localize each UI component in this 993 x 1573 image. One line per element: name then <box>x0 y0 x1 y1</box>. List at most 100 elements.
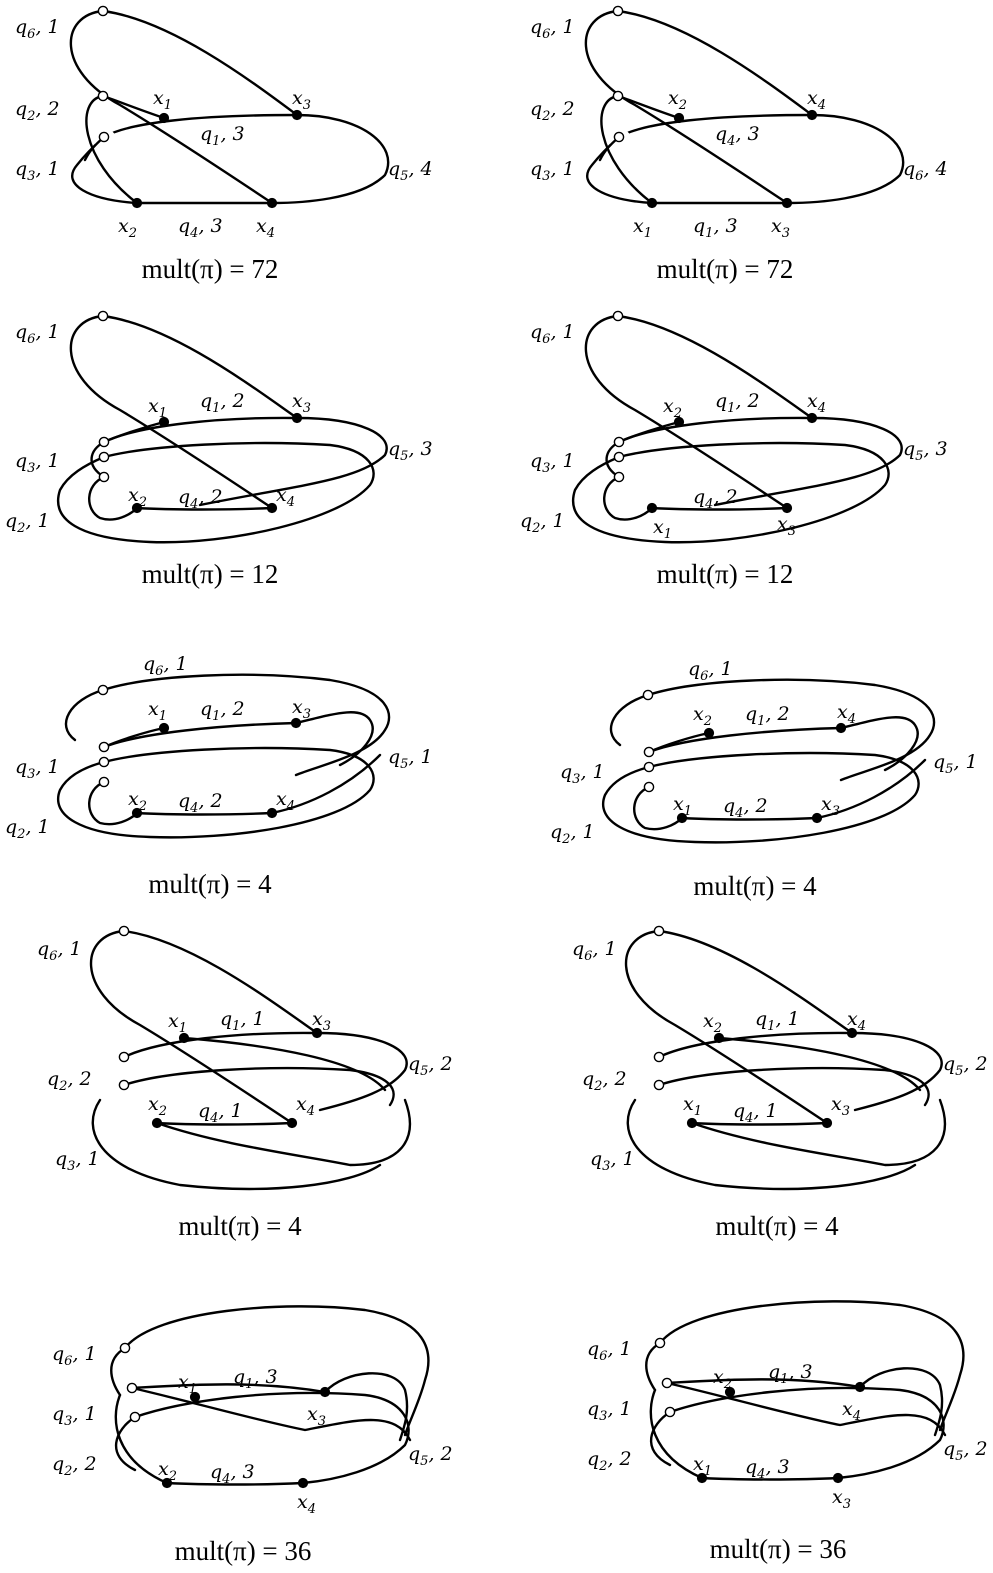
label-q2: q2, 1 <box>5 510 50 536</box>
label-q4: q4, 2 <box>178 486 223 512</box>
label-q3: q3, 1 <box>15 756 60 782</box>
upper-ring <box>617 416 903 507</box>
open-point-icon <box>653 1051 665 1063</box>
left-strand <box>649 1388 704 1480</box>
label-x-upper-left: x1 <box>148 395 167 421</box>
label-q2: q2, 2 <box>582 1068 627 1094</box>
label-x-lower-left: x2 <box>128 788 147 814</box>
label-q1: q1, 3 <box>200 123 245 149</box>
open-point-icon <box>643 761 655 773</box>
label-x-lower-left: x1 <box>693 1453 712 1479</box>
label-x-lower-right: x3 <box>777 513 796 539</box>
open-point-icon <box>97 90 109 102</box>
marked-point-icon <box>673 112 685 124</box>
middle-strand <box>690 1121 829 1126</box>
marked-point-icon <box>266 197 278 209</box>
loop-q6-right <box>657 929 854 1035</box>
open-point-icon <box>613 131 625 143</box>
label-q3: q3, 1 <box>530 158 575 184</box>
label-x-upper-right: x4 <box>807 390 826 416</box>
multiplicity-caption: mult(π) = 4 <box>148 869 272 899</box>
open-point-icon <box>98 451 110 463</box>
label-x-upper-right: x3 <box>292 696 311 722</box>
marked-point-icon <box>821 1117 833 1129</box>
open-point-icon <box>118 1051 130 1063</box>
label-x-upper-right: x4 <box>807 87 826 113</box>
marked-point-icon <box>266 502 278 514</box>
lower-ring <box>572 441 890 544</box>
marked-point-icon <box>724 1386 736 1398</box>
loop-q6 <box>89 929 294 1125</box>
label-q2: q2, 2 <box>15 98 60 124</box>
label-q6: q6, 1 <box>15 321 60 347</box>
label-q2: q2, 2 <box>52 1453 97 1479</box>
label-x-upper-left: x1 <box>178 1371 197 1397</box>
label-q5: q5, 2 <box>408 1053 453 1079</box>
open-point-icon <box>119 1342 131 1354</box>
upper-ring <box>647 716 919 772</box>
label-x-upper-right: x4 <box>842 1398 861 1424</box>
label-q2: q2, 2 <box>587 1448 632 1474</box>
label-q3: q3, 1 <box>560 761 605 787</box>
loop-q6 <box>584 9 789 205</box>
label-q5: q5, 2 <box>943 1438 988 1464</box>
label-x-upper-right: x4 <box>847 1008 866 1034</box>
marked-point-icon <box>291 109 303 121</box>
multiplicity-caption: mult(π) = 12 <box>657 559 794 589</box>
marked-point-icon <box>676 812 688 824</box>
multiplicity-caption: mult(π) = 36 <box>175 1536 312 1566</box>
label-q5: q6, 4 <box>903 158 948 184</box>
label-q4: q4, 3 <box>210 1461 255 1487</box>
label-q6: q6, 1 <box>587 1338 632 1364</box>
label-q5: q5, 1 <box>933 751 978 777</box>
middle-strand <box>155 1121 294 1126</box>
open-point-icon <box>664 1406 676 1418</box>
middle-strand <box>700 1476 840 1481</box>
bottom-ring <box>91 1098 382 1191</box>
label-q5: q5, 2 <box>408 1443 453 1469</box>
label-q2: q2, 1 <box>550 821 595 847</box>
label-q3: q3, 1 <box>55 1148 100 1174</box>
marked-point-icon <box>291 412 303 424</box>
middle-strand <box>135 506 274 511</box>
label-x-upper-right: x3 <box>307 1403 326 1429</box>
label-q6: q6, 1 <box>143 653 188 679</box>
label-q5: q5, 1 <box>388 746 433 772</box>
label-x-upper-left: x1 <box>168 1010 187 1036</box>
open-point-icon <box>661 1377 673 1389</box>
label-q3: q3, 1 <box>15 450 60 476</box>
open-point-icon <box>612 90 624 102</box>
label-q3: q3, 1 <box>15 158 60 184</box>
label-x-lower-left: x2 <box>148 1093 167 1119</box>
middle-strand <box>650 506 789 511</box>
label-q3: q3, 1 <box>590 1148 635 1174</box>
label-q5: q5, 3 <box>388 438 433 464</box>
marked-point-icon <box>189 1391 201 1403</box>
marked-point-icon <box>311 1027 323 1039</box>
q2-hook <box>633 785 684 831</box>
marked-point-icon <box>696 1472 708 1484</box>
label-x-lower-right: x3 <box>832 1486 851 1512</box>
label-q2: q2, 2 <box>530 98 575 124</box>
open-point-icon <box>643 746 655 758</box>
label-q1: q1, 2 <box>200 390 245 416</box>
label-q6: q6, 1 <box>52 1343 97 1369</box>
q1-band <box>717 1036 922 1092</box>
loop-q6-right <box>616 314 814 420</box>
marked-point-icon <box>286 1117 298 1129</box>
open-point-icon <box>98 756 110 768</box>
label-x-lower-left: x1 <box>633 215 652 241</box>
label-q1: q1, 2 <box>745 703 790 729</box>
middle-strand <box>165 1481 305 1486</box>
marked-point-icon <box>781 197 793 209</box>
open-point-icon <box>97 5 109 17</box>
label-q6: q6, 1 <box>572 938 617 964</box>
loop-q6-right <box>101 9 299 117</box>
lower-ring <box>133 1391 410 1485</box>
label-x-upper-left: x2 <box>713 1366 732 1392</box>
open-point-icon <box>97 310 109 322</box>
label-x-upper-right: x4 <box>837 701 856 727</box>
